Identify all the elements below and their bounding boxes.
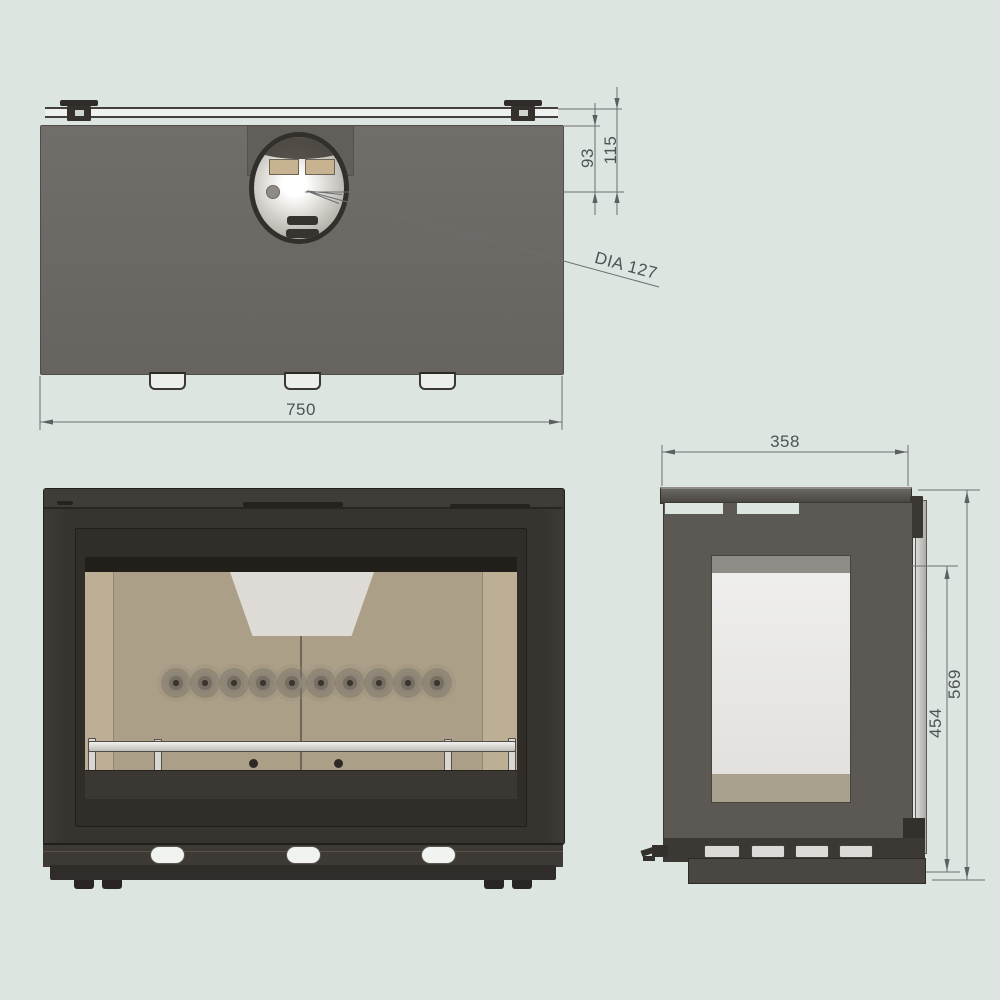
dim-115-label: 115 bbox=[601, 135, 620, 165]
front-base bbox=[50, 865, 556, 880]
dim-454-label: 454 bbox=[926, 708, 945, 738]
strip-seam bbox=[243, 502, 343, 507]
door-glass bbox=[85, 572, 517, 770]
dim-569-label: 569 bbox=[945, 669, 964, 699]
fixing-slot bbox=[286, 846, 321, 864]
collar-bolt bbox=[266, 185, 280, 199]
baffle-plate bbox=[230, 572, 374, 636]
heat-shield-plate bbox=[45, 107, 558, 118]
collar-baffle-right bbox=[305, 159, 335, 175]
recess-panel bbox=[712, 573, 850, 774]
side-slot bbox=[839, 845, 873, 858]
bracket-hole bbox=[75, 110, 84, 116]
rail-post bbox=[154, 739, 162, 770]
firebrick-center-seam bbox=[300, 636, 302, 770]
front-top-strip bbox=[44, 489, 562, 509]
air-hole bbox=[418, 664, 456, 702]
base-foot bbox=[512, 880, 532, 889]
firebrick-liner-left bbox=[85, 572, 114, 770]
rail-post bbox=[444, 739, 452, 770]
side-base bbox=[688, 858, 926, 884]
bracket-bar bbox=[504, 100, 542, 106]
collar-slot-2 bbox=[286, 229, 319, 238]
glass-clip bbox=[249, 759, 258, 768]
recess-top-strip bbox=[712, 556, 850, 573]
convection-gap bbox=[665, 503, 723, 514]
dim-750-label: 750 bbox=[286, 400, 316, 419]
door-hinge bbox=[643, 856, 655, 861]
door-sill bbox=[85, 770, 517, 799]
recess-lower-panel bbox=[712, 774, 850, 802]
collar-shadow bbox=[254, 137, 344, 159]
firebrick-liner-right bbox=[482, 572, 517, 770]
front-fascia-edge bbox=[915, 500, 927, 854]
side-slot bbox=[704, 845, 740, 858]
dim-93-label: 93 bbox=[578, 148, 597, 168]
flue-collar bbox=[249, 132, 349, 244]
dia-127-label: DIA 127 bbox=[592, 248, 660, 283]
base-foot bbox=[484, 880, 504, 889]
fixing-slot bbox=[421, 846, 456, 864]
collar-slot-1 bbox=[287, 216, 318, 225]
rail-post bbox=[508, 738, 516, 770]
side-slot bbox=[795, 845, 829, 858]
base-foot bbox=[102, 880, 122, 889]
dim-358-label: 358 bbox=[770, 432, 800, 451]
strip-seam bbox=[57, 501, 73, 505]
bracket-hole bbox=[519, 110, 528, 116]
rail-post bbox=[88, 738, 96, 770]
door-hinge bbox=[652, 845, 668, 857]
air-holes bbox=[85, 664, 517, 702]
glass-clip bbox=[334, 759, 343, 768]
fixing-tab bbox=[284, 372, 321, 390]
side-slot bbox=[751, 845, 785, 858]
log-retainer-rail bbox=[88, 741, 516, 752]
fixing-slot bbox=[150, 846, 185, 864]
collar-baffle-left bbox=[269, 159, 299, 175]
side-recess bbox=[711, 555, 851, 803]
fixing-tab bbox=[149, 372, 186, 390]
fixing-tab bbox=[419, 372, 456, 390]
door-top-bar bbox=[85, 557, 517, 572]
strip-seam bbox=[450, 504, 530, 509]
convection-gap bbox=[737, 503, 799, 514]
bracket-bar bbox=[60, 100, 98, 106]
base-foot bbox=[74, 880, 94, 889]
